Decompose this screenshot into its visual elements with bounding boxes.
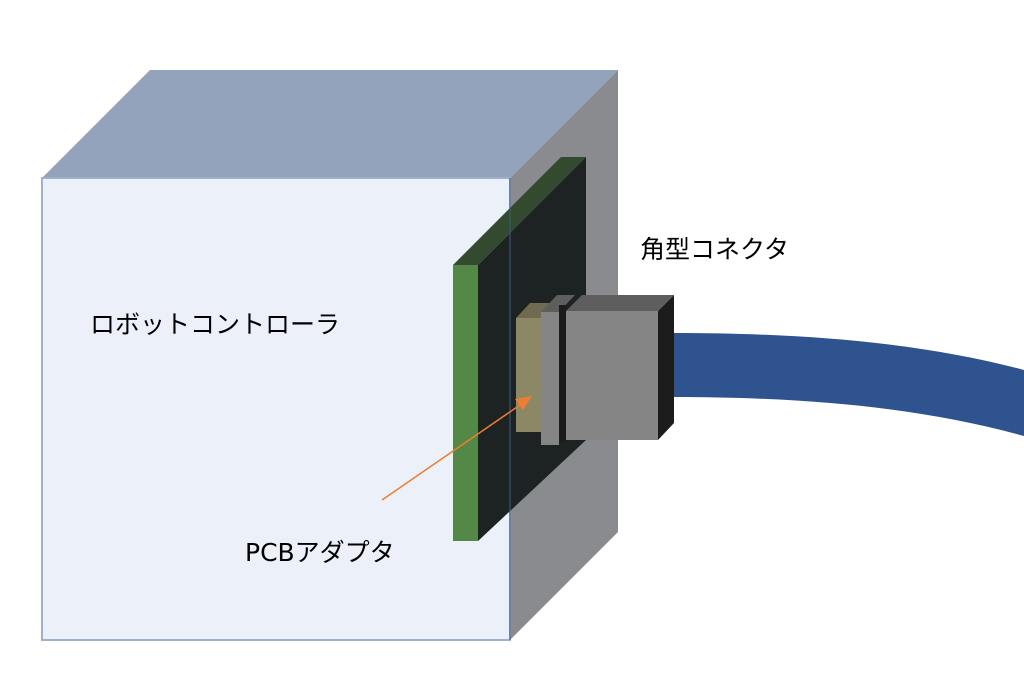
connector-front (566, 311, 658, 440)
adapter-top (516, 303, 555, 318)
robot-controller-label: ロボットコントローラ (90, 310, 341, 339)
connector-gap (559, 305, 566, 442)
arrow-line (381, 404, 521, 501)
pcb-top-edge (453, 157, 586, 265)
pcb-front-edge (453, 265, 478, 541)
cable-body (672, 333, 1024, 436)
adapter-pointer-arrow (381, 396, 532, 501)
square-connector-label: 角型コネクタ (640, 235, 790, 264)
connector-plate (541, 312, 559, 445)
cube-front-face (41, 177, 511, 641)
cube-top-face (42, 70, 618, 178)
connector-top (566, 295, 674, 311)
pcb-adapter-label: PCBアダプタ (245, 538, 395, 567)
connector-plate-top (541, 295, 575, 312)
arrow-head (515, 396, 532, 410)
adapter-front (516, 318, 541, 432)
connector-side (658, 295, 674, 440)
cable (672, 333, 1024, 436)
pcb-adapter (516, 303, 555, 432)
square-connector (541, 295, 674, 445)
